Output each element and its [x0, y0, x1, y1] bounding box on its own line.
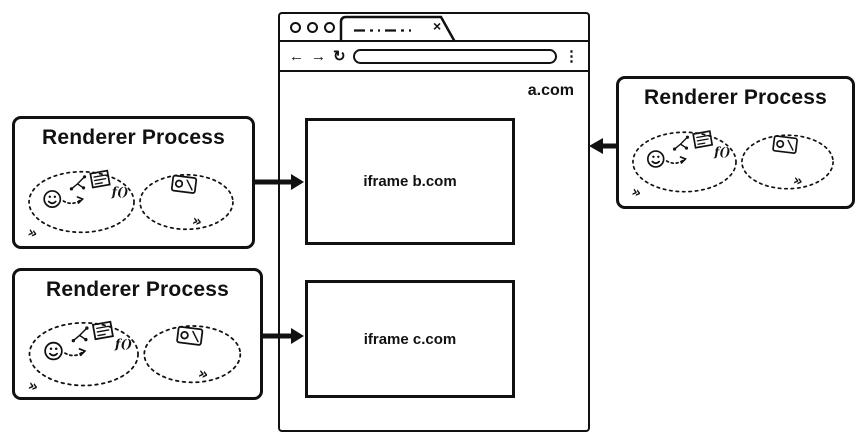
renderer-process-box-left-top: Renderer Process	[12, 116, 255, 249]
browser-window: × ← → ↻ ⋮ a.com iframe b.com iframe c.co…	[278, 12, 590, 432]
renderer-process-title: Renderer Process	[42, 126, 225, 149]
iframe-c-box: iframe c.com	[305, 280, 515, 398]
iframe-c-label: iframe c.com	[363, 330, 457, 348]
iframe-b-label: iframe b.com	[363, 173, 457, 190]
tab-outline-icon	[339, 15, 457, 42]
address-bar[interactable]	[352, 48, 557, 64]
arrow-right-to-browser	[589, 138, 616, 154]
renderer-process-title: Renderer Process	[46, 278, 229, 301]
forward-icon[interactable]: →	[311, 47, 326, 65]
renderer-process-box-right: Renderer Process	[616, 76, 855, 209]
window-control-icon[interactable]	[307, 22, 318, 33]
renderer-process-title: Renderer Process	[644, 86, 827, 109]
window-control-icon[interactable]	[290, 22, 301, 33]
back-icon[interactable]: ←	[289, 47, 304, 65]
page-domain-label: a.com	[527, 82, 574, 99]
renderer-process-box-left-bottom: Renderer Process	[12, 268, 263, 400]
process-doodle	[25, 150, 242, 246]
browser-toolbar: ← → ↻ ⋮	[280, 42, 588, 72]
window-control-icon[interactable]	[324, 22, 335, 33]
reload-icon[interactable]: ↻	[333, 47, 346, 65]
iframe-b-box: iframe b.com	[305, 118, 515, 245]
tab-close-icon[interactable]: ×	[433, 18, 442, 34]
browser-tab[interactable]: ×	[338, 14, 464, 42]
process-doodle	[629, 110, 842, 206]
process-doodle	[25, 302, 250, 398]
menu-dots-icon[interactable]: ⋮	[564, 47, 579, 65]
tab-strip: ×	[280, 14, 588, 42]
